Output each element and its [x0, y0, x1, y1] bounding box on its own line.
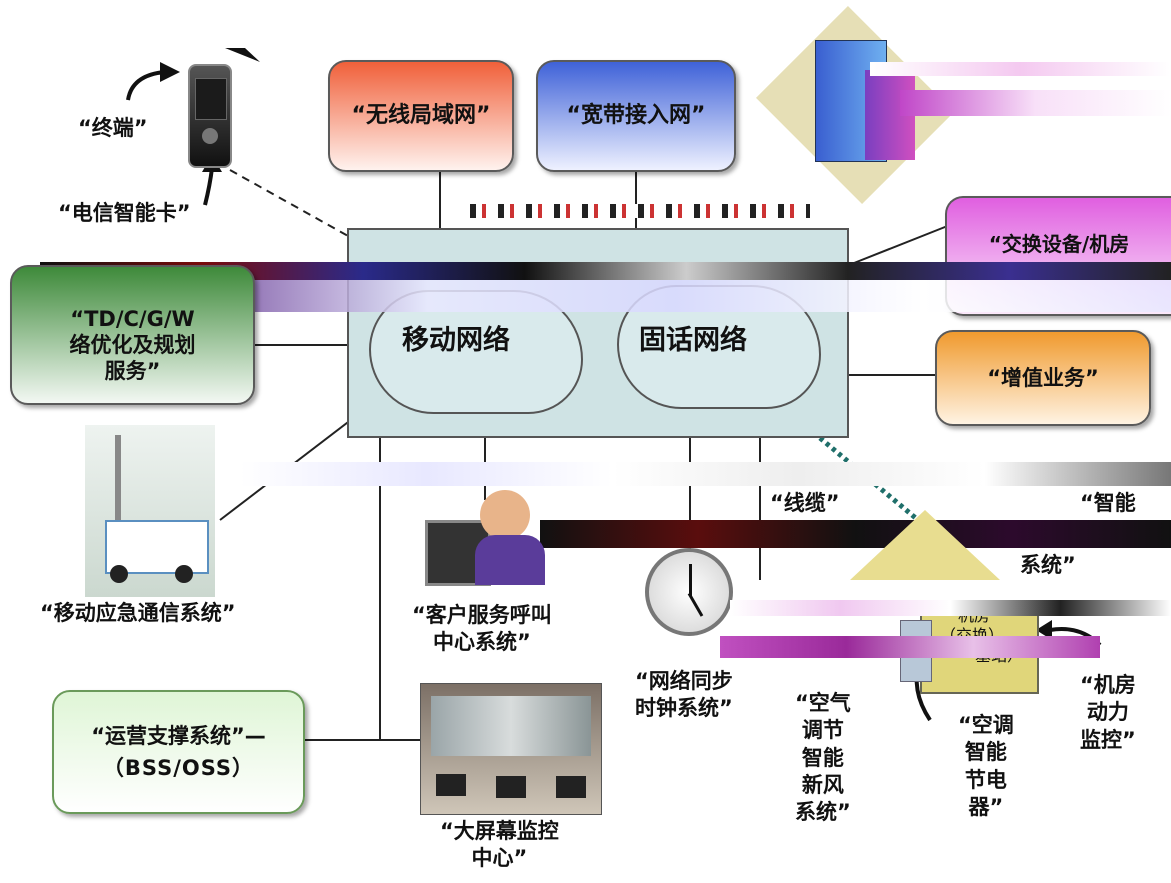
system-label: 系统” — [1020, 553, 1076, 577]
bss-oss-label: “运营支撑系统”— — [91, 723, 266, 748]
glitch-band — [180, 280, 1171, 312]
wlan-box: “无线局域网” — [328, 60, 514, 172]
value-added-label: “增值业务” — [987, 365, 1099, 390]
call-center-label: “客户服务呼叫 中心系统” — [412, 603, 552, 655]
big-screen-image — [420, 683, 602, 815]
phone-icon — [188, 64, 232, 168]
core-network-area: 移动网络 固话网络 — [347, 228, 849, 438]
bss-oss-box: “运营支撑系统”— （BSS/OSS） — [52, 690, 305, 814]
arrow-from-card — [203, 167, 214, 206]
fixed-network-label: 固话网络 — [639, 325, 747, 356]
arrow-to-phone — [126, 70, 166, 101]
glitch-strip — [870, 62, 1170, 76]
ac-saver-label: “空调 智能 节电 器” — [958, 713, 1014, 819]
broadband-box: “宽带接入网” — [536, 60, 736, 172]
switching-link — [848, 224, 951, 266]
glitch-band — [40, 262, 1171, 280]
clock-label: “网络同步 时钟系统” — [635, 669, 733, 721]
glitch-band — [470, 204, 810, 218]
air-fresh-label: “空气 调节 智能 新风 系统” — [795, 691, 851, 825]
glitch-band — [720, 636, 1100, 658]
value-added-box: “增值业务” — [935, 330, 1151, 426]
big-screen-label: “大屏幕监控 中心” — [440, 819, 559, 871]
call-center-image — [420, 490, 550, 600]
mobile-network-label: 移动网络 — [402, 325, 510, 356]
glitch-strip — [900, 90, 1171, 116]
glitch-band — [240, 462, 1171, 486]
building-image — [756, 6, 954, 204]
room-power-label: “机房 动力 监控” — [1080, 673, 1136, 752]
network-opt-box: “TD/C/G/W 络优化及规划 服务” — [10, 265, 255, 405]
terminal-label: “终端” — [78, 116, 148, 140]
emergency-label: “移动应急通信系统” — [40, 601, 236, 625]
smart-label: “智能 — [1080, 491, 1136, 515]
cable-label: “线缆” — [770, 491, 840, 515]
glitch-band — [730, 600, 1171, 616]
clock-icon — [645, 548, 733, 636]
broadband-label: “宽带接入网” — [566, 103, 706, 129]
terminal-link — [229, 169, 401, 266]
smart-card-label: “电信智能卡” — [58, 201, 191, 225]
network-opt-label: “TD/C/G/W 络优化及规划 服务” — [69, 306, 196, 384]
emergency-truck-image — [85, 425, 215, 597]
switching-label: “交换设备/机房 — [988, 232, 1130, 256]
wlan-label: “无线局域网” — [351, 103, 491, 129]
bss-oss-sub-label: （BSS/OSS） — [102, 756, 255, 780]
